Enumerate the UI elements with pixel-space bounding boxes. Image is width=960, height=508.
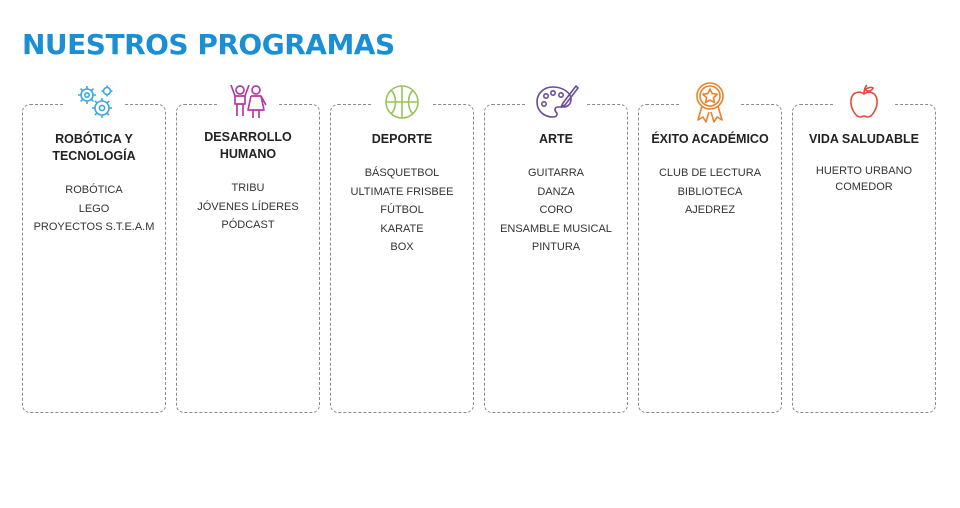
list-item: JÓVENES LÍDERES [197, 200, 299, 213]
list-item: DANZA [537, 185, 575, 198]
program-title: ARTE [538, 132, 574, 146]
list-item: BOX [390, 241, 414, 253]
program-list: TRIBU JÓVENES LÍDERES PÓDCAST [177, 179, 319, 235]
program-title: DEPORTE [371, 132, 433, 146]
basketball-icon [372, 81, 432, 123]
program-list: GUITARRA DANZA CORO ENSAMBLE MUSICAL PIN… [485, 164, 627, 257]
program-card-vida-saludable: VIDA SALUDABLE HUERTO URBANO COMEDOR [792, 81, 936, 413]
list-item: PÓDCAST [221, 219, 275, 231]
page-title: NUESTROS PROGRAMAS [22, 28, 395, 61]
program-list: HUERTO URBANO COMEDOR [793, 164, 935, 195]
gears-icon [64, 81, 124, 123]
list-item: PROYECTOS S.T.E.A.M [33, 221, 155, 233]
program-card-desarrollo: DESARROLLO HUMANO TRIBU JÓVENES LÍDERES … [176, 81, 320, 413]
program-title: ÉXITO ACADÉMICO [651, 132, 769, 146]
list-item: HUERTO URBANO [815, 165, 913, 177]
list-item: LEGO [78, 202, 110, 215]
list-item: CORO [539, 204, 573, 216]
list-item: ROBÓTICA [65, 184, 123, 196]
list-item: PINTURA [531, 241, 581, 253]
list-item: COMEDOR [835, 180, 893, 193]
program-card-arte: ARTE GUITARRA DANZA CORO ENSAMBLE MUSICA… [484, 81, 628, 413]
program-list: BÁSQUETBOL ULTIMATE FRISBEE FÚTBOL KARAT… [331, 164, 473, 257]
list-item: ULTIMATE FRISBEE [350, 185, 454, 198]
program-card-deporte: DEPORTE BÁSQUETBOL ULTIMATE FRISBEE FÚTB… [330, 81, 474, 413]
award-medal-icon [680, 81, 740, 123]
program-list: ROBÓTICA LEGO PROYECTOS S.T.E.A.M [23, 181, 165, 237]
list-item: TRIBU [231, 182, 265, 194]
list-item: BIBLIOTECA [677, 185, 743, 198]
apple-icon [834, 81, 894, 123]
list-item: GUITARRA [527, 167, 585, 179]
list-item: ENSAMBLE MUSICAL [500, 222, 612, 235]
people-icon [218, 81, 278, 123]
list-item: FÚTBOL [380, 204, 424, 216]
palette-icon [526, 81, 586, 123]
list-item: AJEDREZ [684, 204, 736, 216]
program-title: VIDA SALUDABLE [809, 132, 919, 146]
program-title: ROBÓTICA Y TECNOLOGÍA [52, 132, 136, 163]
list-item: BÁSQUETBOL [364, 167, 440, 179]
program-title: DESARROLLO HUMANO [204, 130, 292, 161]
list-item: CLUB DE LECTURA [658, 167, 762, 179]
list-item: KARATE [380, 222, 424, 235]
program-card-exito-academico: ÉXITO ACADÉMICO CLUB DE LECTURA BIBLIOTE… [638, 81, 782, 413]
program-list: CLUB DE LECTURA BIBLIOTECA AJEDREZ [639, 164, 781, 220]
program-card-robotica: ROBÓTICA Y TECNOLOGÍA ROBÓTICA LEGO PROY… [22, 81, 166, 413]
